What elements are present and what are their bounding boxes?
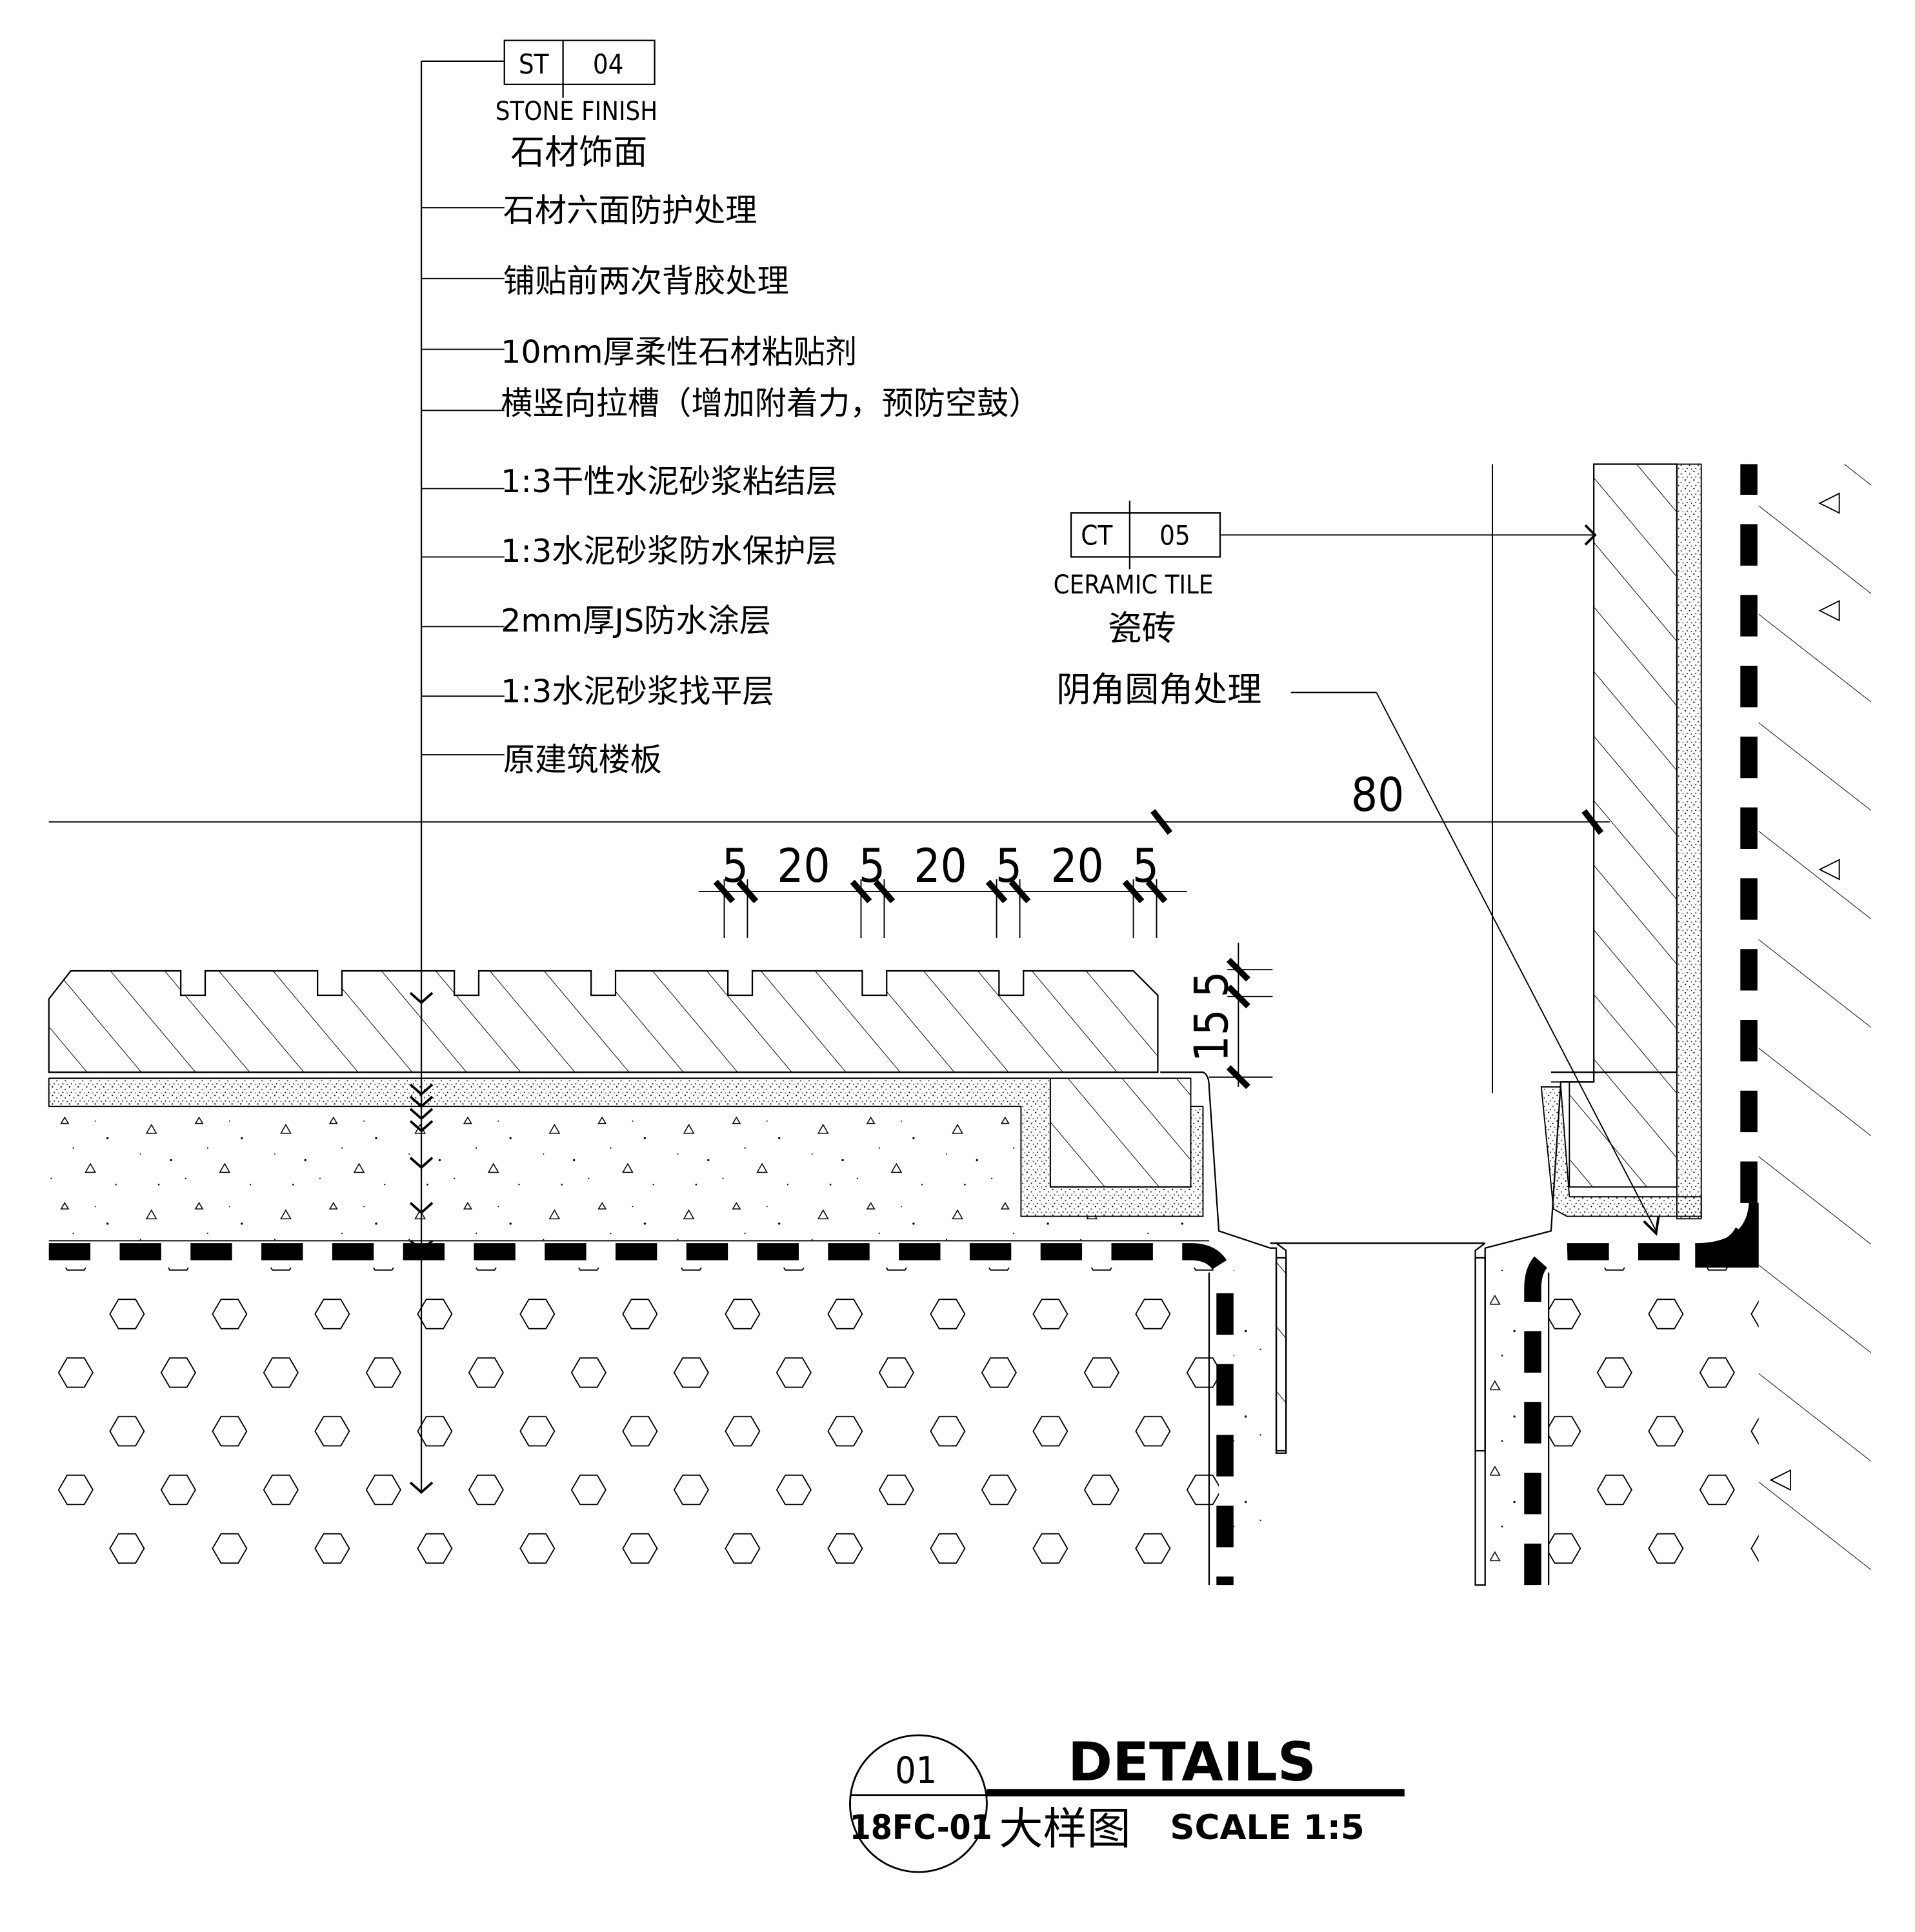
stone-finish-tag: ST 04 STONE FINISH 石材饰面 [496, 39, 657, 172]
title-cn: 大样图 [999, 1804, 1130, 1855]
groove-dim-label: 5 [1132, 839, 1159, 893]
structural-wall [1758, 464, 1871, 1586]
sheet-number: 18FC-01 [850, 1808, 992, 1847]
tile-insert-left [1049, 1077, 1192, 1188]
dimension-thickness: 15 5 [1184, 942, 1273, 1090]
structural-slab [48, 1268, 1759, 1586]
layer-label: 横竖向拉槽（增加附着力，预防空鼓） [501, 384, 1040, 422]
groove-dim-label: 5 [859, 839, 885, 893]
title-en: DETAILS [1068, 1731, 1316, 1793]
groove-dim-label: 5 [722, 839, 748, 893]
layer-label: 1:3水泥砂浆防水保护层 [501, 532, 837, 570]
thickness-dim-label: 15 [1184, 1009, 1238, 1062]
layer-list: 石材六面防护处理 铺贴前两次背胶处理 10mm厚柔性石材粘贴剂 横竖向拉槽（增加… [501, 192, 1040, 779]
waterproof-membrane [48, 464, 1758, 1586]
layer-label: 1:3干性水泥砂浆粘结层 [501, 463, 837, 500]
groove-dim-label: 20 [914, 839, 967, 893]
groove-dim-label: 20 [1050, 839, 1103, 893]
layer-label: 1:3水泥砂浆找平层 [501, 673, 774, 710]
stone-tag-number: 04 [593, 48, 624, 80]
membrane-corner-fillet [1695, 1202, 1759, 1268]
dimension-width-label: 80 [1351, 768, 1404, 822]
layer-label: 石材六面防护处理 [503, 192, 757, 229]
groove-dim-label: 5 [996, 839, 1022, 893]
wall-finish-right [1233, 463, 1702, 1586]
stone-tag-name-cn: 石材饰面 [510, 133, 647, 172]
title-block: 01 18FC-01 DETAILS 大样图 SCALE 1:5 [849, 1731, 1405, 1873]
layer-label: 2mm厚JS防水涂层 [501, 602, 771, 639]
layer-label: 铺贴前两次背胶处理 [503, 263, 789, 300]
stone-tag-code: ST [519, 48, 549, 80]
tile-tag-name-en: CERAMIC TILE [1054, 570, 1214, 600]
tile-tag-number: 05 [1159, 519, 1190, 551]
layer-label: 原建筑楼板 [503, 741, 662, 779]
corner-note-label: 阴角圆角处理 [1056, 670, 1261, 710]
detail-number: 01 [895, 1749, 937, 1792]
stone-slab [48, 970, 1159, 1073]
dimension-80: 80 [48, 464, 1610, 1093]
tile-tag-name-cn: 瓷砖 [1108, 609, 1176, 648]
layer-label: 10mm厚柔性石材粘贴剂 [501, 333, 857, 370]
tile-tag-code: CT [1081, 519, 1112, 551]
scale-label: SCALE 1:5 [1170, 1808, 1364, 1847]
thickness-dim-label: 5 [1184, 971, 1238, 997]
dimension-grooves: 5 20 5 20 5 20 5 [698, 839, 1187, 938]
stone-tag-name-en: STONE FINISH [496, 97, 657, 126]
groove-dim-label: 20 [777, 839, 830, 893]
ceramic-tile-tag: CT 05 CERAMIC TILE 瓷砖 [1054, 501, 1597, 648]
mortar-bed [48, 1077, 1209, 1242]
